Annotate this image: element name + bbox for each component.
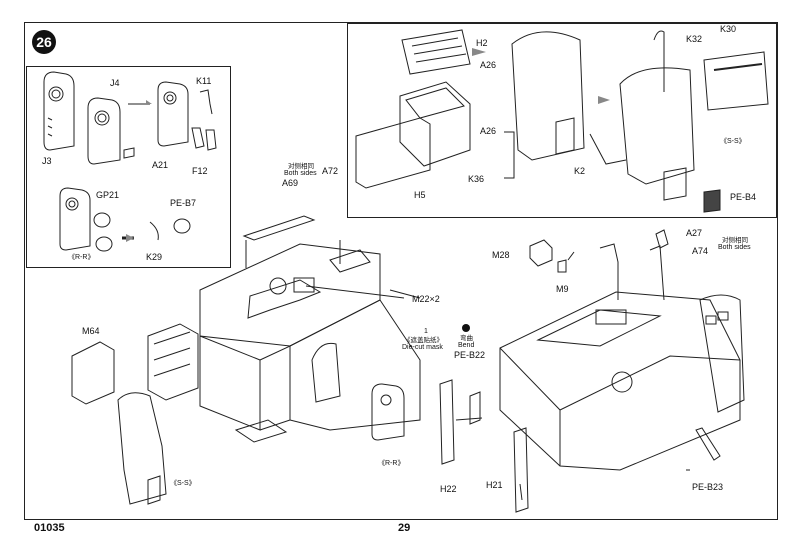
both-sides-cn-label-2: 对侧相同 bbox=[722, 237, 748, 244]
bend-cn-label: 弯曲 bbox=[460, 335, 473, 342]
part-label-k36: K36 bbox=[468, 174, 485, 184]
right-inset-frame bbox=[347, 23, 777, 218]
mask-cn-label: 《遮盖贴纸》 bbox=[404, 337, 443, 344]
part-label-j3: J3 bbox=[42, 156, 52, 166]
part-label-a26-bottom: A26 bbox=[480, 126, 497, 136]
part-label-pe-b7: PE-B7 bbox=[170, 198, 197, 208]
part-label-k11: K11 bbox=[196, 76, 212, 86]
catalog-code: 01035 bbox=[34, 522, 65, 534]
page-number: 29 bbox=[398, 522, 411, 534]
both-sides-label-2: Both sides bbox=[718, 244, 751, 251]
part-label-a74: A74 bbox=[692, 246, 709, 256]
part-label-f12: F12 bbox=[192, 166, 208, 176]
part-label-a26-top: A26 bbox=[480, 60, 497, 70]
mask-number: 1 bbox=[424, 328, 428, 335]
part-label-m22: M22×2 bbox=[412, 294, 440, 304]
part-label-m28: M28 bbox=[492, 250, 510, 260]
both-sides-label: Both sides bbox=[284, 170, 317, 177]
part-label-a69: A69 bbox=[282, 178, 299, 188]
part-label-a21: A21 bbox=[152, 160, 169, 170]
part-label-k32: K32 bbox=[686, 34, 703, 44]
part-label-pe-b4: PE-B4 bbox=[730, 192, 757, 202]
part-label-k2: K2 bbox=[574, 166, 586, 176]
mask-label: Die-cut mask bbox=[402, 344, 443, 351]
part-label-gp21: GP21 bbox=[96, 190, 120, 200]
part-label-a27: A27 bbox=[686, 228, 703, 238]
part-label-m64: M64 bbox=[82, 326, 100, 336]
part-label-h21: H21 bbox=[486, 480, 503, 490]
part-label-a72: A72 bbox=[322, 166, 339, 176]
step-number-badge: 26 bbox=[32, 30, 56, 54]
part-label-k29: K29 bbox=[146, 252, 163, 262]
bend-icon bbox=[462, 324, 470, 332]
part-label-pe-b22: PE-B22 bbox=[454, 350, 486, 360]
variant-label-ss-main: 《S-S》 bbox=[170, 480, 196, 487]
left-inset-frame bbox=[26, 66, 231, 268]
variant-label-ss-inset: 《S-S》 bbox=[720, 138, 746, 145]
variant-label-rr-main: 《R-R》 bbox=[378, 460, 405, 467]
bend-label: Bend bbox=[458, 342, 475, 349]
part-label-h22: H22 bbox=[440, 484, 457, 494]
part-label-pe-b23: PE-B23 bbox=[692, 482, 724, 492]
part-label-h5: H5 bbox=[414, 190, 426, 200]
variant-label-rr-inset: 《R-R》 bbox=[68, 254, 95, 261]
both-sides-cn-label: 对侧相同 bbox=[288, 163, 314, 170]
part-label-j4: J4 bbox=[110, 78, 120, 88]
page-frame bbox=[24, 22, 778, 520]
part-label-h2: H2 bbox=[476, 38, 488, 48]
part-label-k30: K30 bbox=[720, 24, 737, 34]
part-label-m9: M9 bbox=[556, 284, 569, 294]
